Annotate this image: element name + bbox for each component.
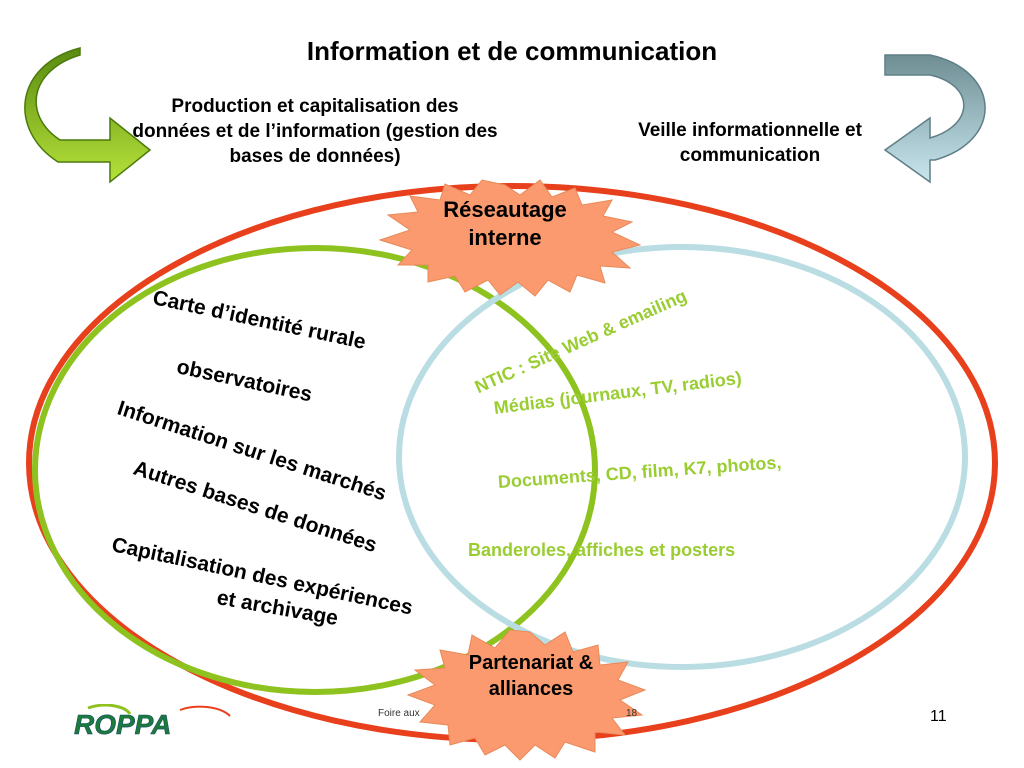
left-curved-arrow: [24, 47, 152, 184]
starburst-bottom: [406, 629, 647, 761]
starburst-bottom-label: Partenariat & alliances: [468, 652, 594, 700]
right-caption: Veille informationnelle et communication: [638, 120, 862, 166]
page-title: Information et de communication: [306, 36, 718, 66]
starburst-top: [378, 179, 642, 297]
starburst-top-label: Réseautage interne: [443, 197, 567, 250]
footer-left-text: Foire aux: [378, 708, 420, 719]
footer-right-text: 18: [626, 708, 638, 719]
right-curved-arrow: [883, 54, 986, 184]
svg-text:ROPPA: ROPPA: [74, 709, 172, 740]
left-caption: Production et capitalisation des données…: [132, 96, 498, 167]
page-number: 11: [930, 708, 947, 725]
blue-circle: [396, 244, 968, 670]
roppa-logo: ROPPA: [70, 703, 250, 744]
green-circle: [32, 245, 598, 695]
right-item-banderoles: Banderoles, affiches et posters: [468, 540, 736, 560]
